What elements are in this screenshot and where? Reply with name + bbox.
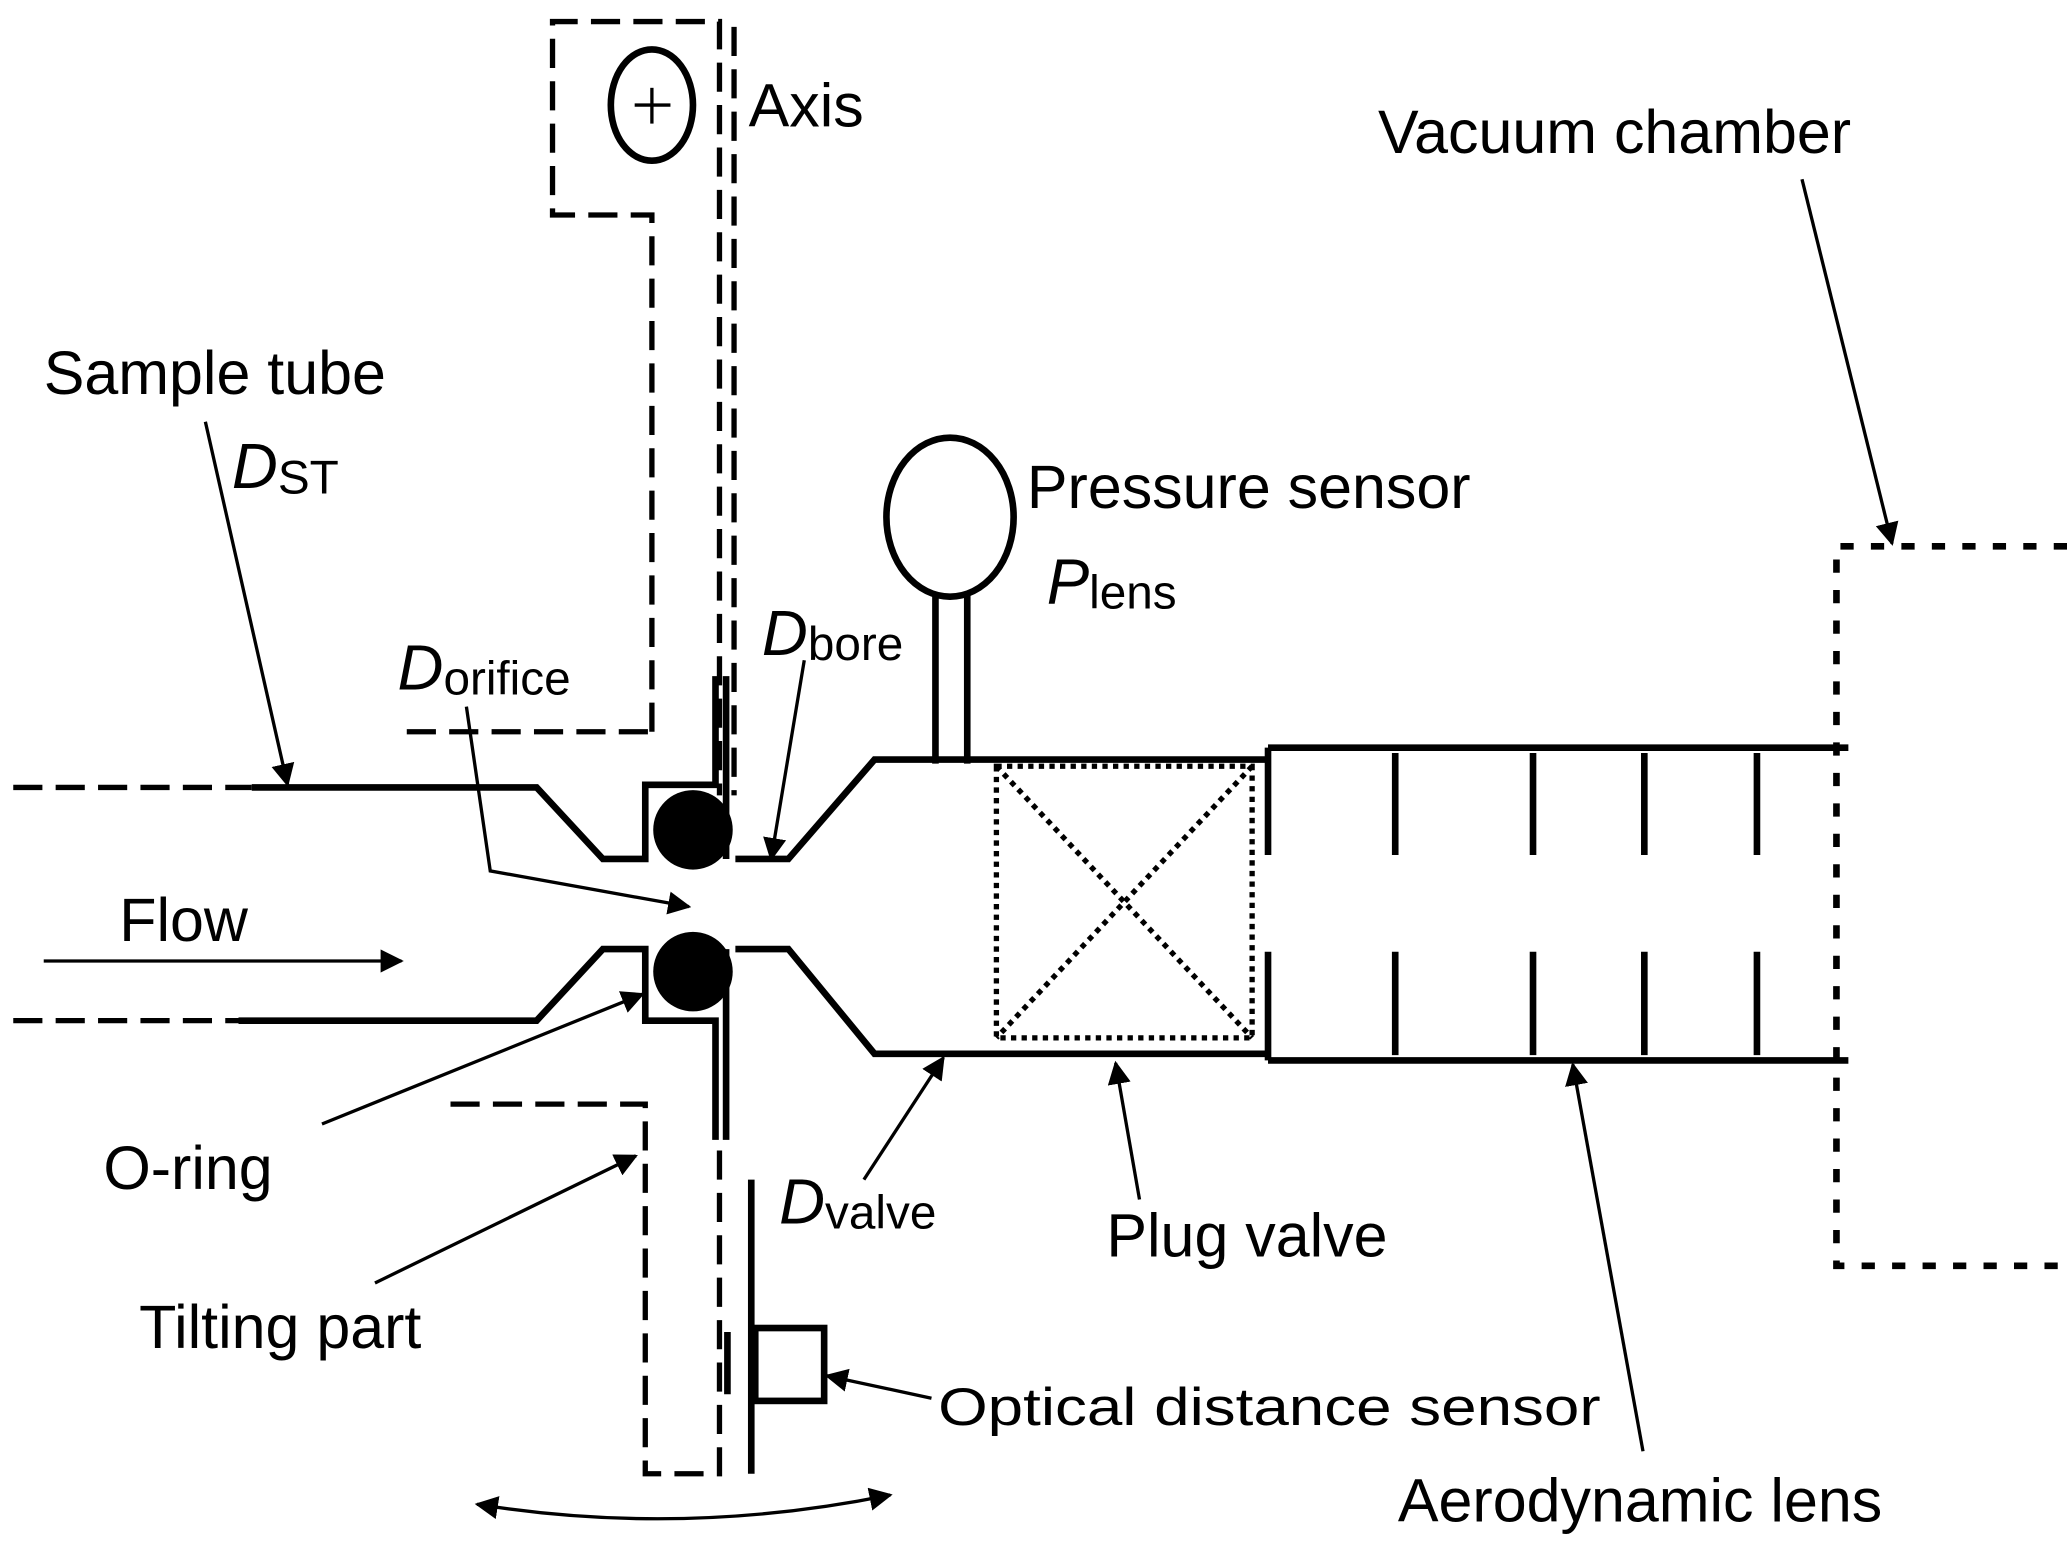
flow-label: Flow: [119, 886, 249, 954]
sample-tube: [13, 676, 719, 1140]
optical-distance-sensor: [724, 1324, 828, 1405]
aerodynamic-lens-label: Aerodynamic lens: [1398, 1466, 1882, 1534]
vacuum-chamber: [1833, 542, 2067, 1270]
valve-body: [735, 756, 1266, 1058]
vacuum-chamber-label: Vacuum chamber: [1378, 98, 1851, 166]
o-ring-top: [653, 790, 733, 870]
plug-valve: [993, 763, 1255, 1041]
axis-housing: [406, 18, 737, 796]
o-ring-pointer: [321, 991, 645, 1126]
plug-valve-label: Plug valve: [1106, 1201, 1387, 1269]
orifice-pointer: [464, 706, 692, 915]
p-lens-label: Plens: [1047, 546, 1177, 619]
aerodynamic-lens-pointer: [1565, 1062, 1645, 1452]
o-ring-bottom: [653, 931, 733, 1012]
vacuum-chamber-pointer: [1800, 178, 1899, 546]
pressure-sensor-label: Pressure sensor: [1027, 453, 1471, 521]
optical-sensor-pointer: [824, 1368, 932, 1400]
bore-pointer: [763, 659, 806, 862]
d-valve-label: Dvalve: [779, 1166, 936, 1239]
sample-tube-pointer: [203, 421, 295, 788]
axis-icon: [607, 46, 697, 165]
tilting-part-housing: [450, 1101, 723, 1477]
tilt-motion-icon: [474, 1487, 893, 1521]
tilting-part-label: Tilting part: [139, 1293, 421, 1361]
tilting-part-pointer: [374, 1154, 639, 1285]
axis-label: Axis: [749, 71, 864, 139]
d-orifice-label: Dorifice: [397, 632, 570, 705]
d-bore-label: Dbore: [762, 598, 903, 671]
optical-distance-sensor-label: Optical distance sensor: [938, 1378, 1601, 1437]
o-ring-label: O-ring: [103, 1134, 272, 1202]
plug-valve-pointer: [1107, 1060, 1142, 1200]
aerodynamic-lens: [1264, 744, 1849, 1064]
valve-pointer: [862, 1055, 945, 1181]
pressure-sensor: [883, 434, 1017, 764]
sample-tube-label: Sample tube: [44, 339, 386, 407]
d-st-label: DST: [232, 431, 339, 504]
